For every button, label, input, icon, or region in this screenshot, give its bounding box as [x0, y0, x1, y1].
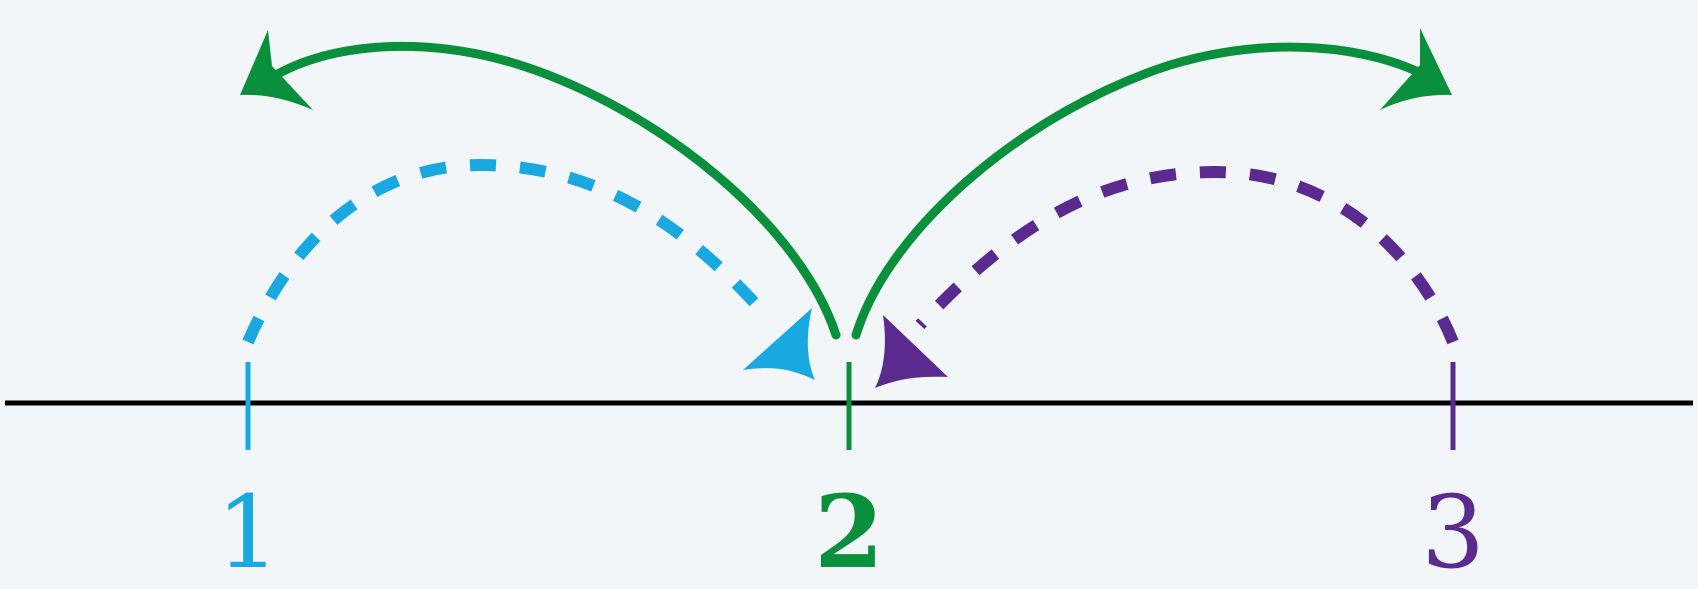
dashed-arrow-1-to-2 [242, 158, 775, 345]
label-1: 1 [216, 474, 280, 589]
solid-arrow-2-to-1 [263, 41, 841, 340]
arrowhead-purple-icon [875, 315, 948, 388]
dashed-arrow-3-to-2 [915, 165, 1459, 345]
arrowhead-left-icon [240, 30, 313, 110]
arrowhead-right-icon [1380, 28, 1452, 110]
label-3: 3 [1421, 474, 1485, 589]
label-2: 2 [814, 473, 884, 589]
arrowhead-cyan-icon [743, 308, 815, 380]
solid-arrow-2-to-3 [851, 42, 1435, 340]
